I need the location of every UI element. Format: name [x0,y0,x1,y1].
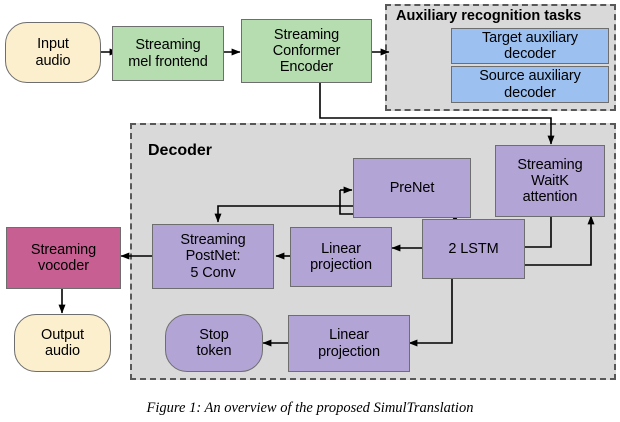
auxiliary-group-title: Auxiliary recognition tasks [396,8,582,24]
node-streaming-vocoder[interactable]: Streaming vocoder [6,227,121,289]
node-target-auxiliary-decoder[interactable]: Target auxiliary decoder [451,28,609,64]
node-linear-projection-mel[interactable]: Linear projection [290,227,392,287]
node-streaming-postnet[interactable]: Streaming PostNet: 5 Conv [152,224,274,289]
node-output-audio[interactable]: Output audio [14,314,111,372]
node-streaming-mel-frontend[interactable]: Streaming mel frontend [112,26,224,81]
node-streaming-waitk-attention[interactable]: Streaming WaitK attention [495,145,605,217]
node-two-lstm[interactable]: 2 LSTM [422,219,525,279]
node-input-audio[interactable]: Input audio [5,22,101,83]
node-streaming-conformer-encoder[interactable]: Streaming Conformer Encoder [241,19,372,83]
node-stop-token[interactable]: Stop token [165,314,263,372]
node-prenet[interactable]: PreNet [353,158,471,218]
decoder-group-title: Decoder [148,142,213,159]
node-linear-projection-stop[interactable]: Linear projection [288,315,410,372]
figure-caption: Figure 1: An overview of the proposed Si… [146,400,474,416]
node-source-auxiliary-decoder[interactable]: Source auxiliary decoder [451,66,609,103]
